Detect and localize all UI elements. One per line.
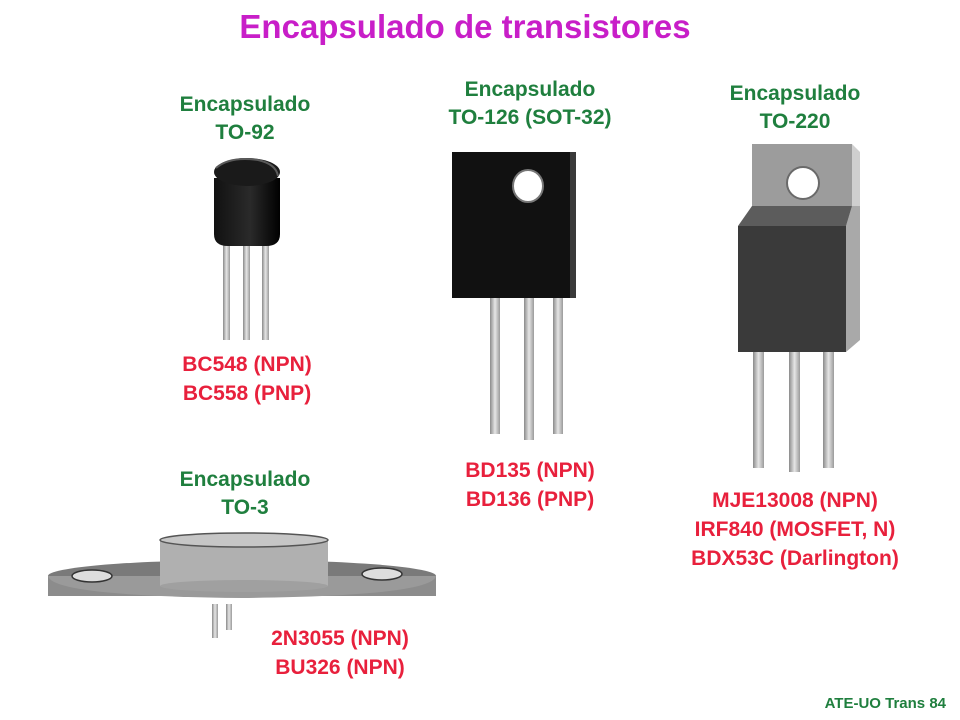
to126-lead-2 bbox=[524, 294, 534, 440]
to220-lead-2 bbox=[789, 352, 800, 472]
to126-label: Encapsulado TO-126 (SOT-32) bbox=[410, 76, 650, 132]
to126-part-1: BD135 (NPN) bbox=[465, 459, 595, 482]
to3-part-2: BU326 (NPN) bbox=[275, 656, 405, 679]
to220-label-line2: TO-220 bbox=[759, 110, 831, 133]
to3-lead-2 bbox=[226, 604, 232, 630]
to92-lead-3 bbox=[262, 240, 269, 340]
to220-label: Encapsulado TO-220 bbox=[695, 80, 895, 136]
to126-label-line2: TO-126 (SOT-32) bbox=[448, 106, 612, 129]
to126-mounting-hole bbox=[512, 169, 544, 203]
to126-lead-1 bbox=[490, 294, 500, 434]
to126-parts: BD135 (NPN) BD136 (PNP) bbox=[430, 456, 630, 514]
to92-parts: BC548 (NPN) BC558 (PNP) bbox=[147, 350, 347, 408]
to220-parts: MJE13008 (NPN) IRF840 (MOSFET, N) BDX53C… bbox=[650, 486, 940, 573]
page-title: Encapsulado de transistores bbox=[239, 8, 691, 45]
to220-lead-1 bbox=[753, 352, 764, 468]
to92-body bbox=[214, 178, 280, 246]
to92-lead-1 bbox=[223, 240, 230, 340]
to3-part-1: 2N3055 (NPN) bbox=[271, 627, 409, 650]
to92-top bbox=[214, 158, 280, 186]
to3-lead-1 bbox=[212, 604, 218, 638]
to126-body bbox=[452, 152, 576, 298]
to92-part-1: BC548 (NPN) bbox=[182, 353, 312, 376]
to92-label: Encapsulado TO-92 bbox=[145, 91, 345, 147]
to3-parts: 2N3055 (NPN) BU326 (NPN) bbox=[235, 624, 445, 682]
slide-footer: ATE-UO Trans 84 bbox=[824, 695, 946, 712]
to126-part-2: BD136 (PNP) bbox=[465, 488, 595, 511]
to3-package-illustration bbox=[48, 532, 436, 638]
to126-package-illustration bbox=[452, 152, 576, 440]
to220-lead-3 bbox=[823, 352, 834, 468]
to220-part-2: IRF840 (MOSFET, N) bbox=[694, 518, 896, 541]
to220-label-line1: Encapsulado bbox=[729, 82, 861, 105]
to3-hole-left bbox=[71, 569, 113, 583]
to92-part-2: BC558 (PNP) bbox=[182, 382, 312, 405]
to220-body bbox=[738, 226, 846, 352]
to126-label-line1: Encapsulado bbox=[464, 78, 596, 101]
to220-mounting-hole bbox=[786, 166, 820, 200]
to220-part-1: MJE13008 (NPN) bbox=[712, 489, 878, 512]
to3-label: Encapsulado TO-3 bbox=[145, 466, 345, 522]
to92-package-illustration bbox=[214, 158, 280, 340]
to3-hole-right bbox=[361, 567, 403, 581]
to92-label-line1: Encapsulado bbox=[179, 93, 311, 116]
to3-label-line1: Encapsulado bbox=[179, 468, 311, 491]
to3-can-top bbox=[159, 532, 329, 548]
to92-lead-2 bbox=[243, 240, 250, 340]
to220-package-illustration bbox=[738, 144, 860, 472]
to92-label-line2: TO-92 bbox=[215, 121, 275, 144]
to220-part-3: BDX53C (Darlington) bbox=[691, 547, 899, 570]
to3-label-line2: TO-3 bbox=[221, 496, 269, 519]
to126-lead-3 bbox=[553, 294, 563, 434]
